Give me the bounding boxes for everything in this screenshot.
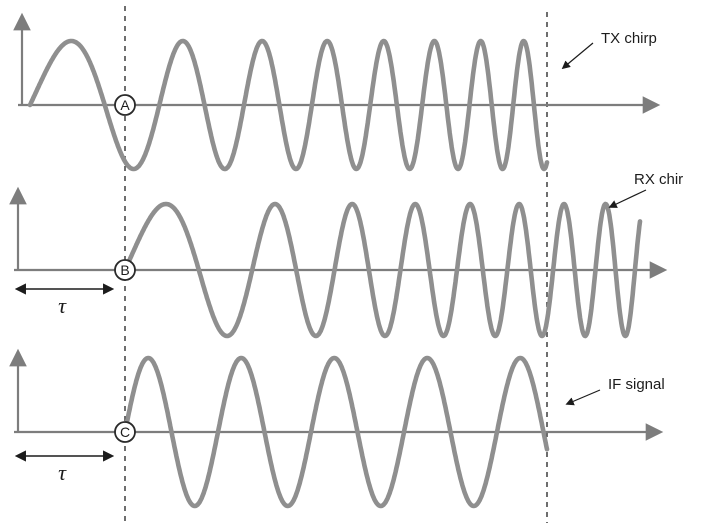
rx-annotation: RX chir <box>608 171 683 208</box>
if-label: IF signal <box>608 376 665 393</box>
marker-b-circle <box>114 259 136 281</box>
tx-label: TX chirp <box>601 30 657 47</box>
tx-annotation: TX chirp <box>561 30 657 70</box>
rx-label: RX chir <box>634 171 683 188</box>
marker-b: B <box>114 259 136 281</box>
rx-label-arrow <box>608 189 647 208</box>
if-waveform <box>122 355 550 509</box>
marker-a: A <box>114 94 136 116</box>
rx-row: B τ RX chir <box>9 171 683 339</box>
if-row: C τ IF signal <box>9 348 665 509</box>
tx-waveform <box>27 38 550 172</box>
rx-tau-label: τ <box>58 293 67 318</box>
tx-label-arrow <box>561 42 594 70</box>
marker-c: C <box>114 421 136 443</box>
if-annotation: IF signal <box>565 376 665 406</box>
if-delay-annotation: τ <box>14 450 115 485</box>
marker-c-letter: C <box>120 424 130 440</box>
rx-delay-annotation: τ <box>14 283 115 318</box>
if-tau-label: τ <box>58 460 67 485</box>
marker-b-letter: B <box>120 262 129 278</box>
marker-c-circle <box>114 421 136 443</box>
if-label-arrow <box>565 389 601 406</box>
rx-waveform <box>122 201 643 339</box>
marker-a-letter: A <box>120 97 130 113</box>
tx-row: A TX chirp <box>13 12 661 172</box>
marker-a-circle <box>114 94 136 116</box>
